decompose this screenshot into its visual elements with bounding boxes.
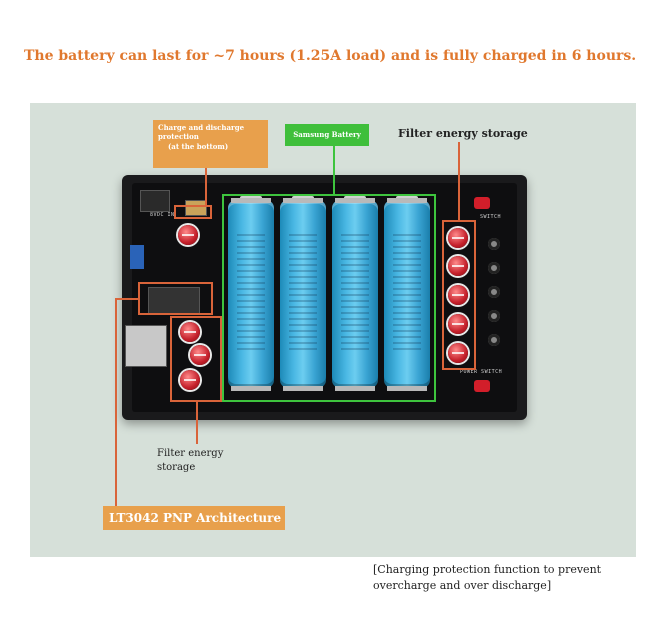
battery-clip <box>283 386 323 391</box>
filter-top-label: Filter energy storage <box>398 127 528 140</box>
output-jack <box>488 238 500 250</box>
filter-capacitor <box>448 343 468 363</box>
leader-line <box>115 298 117 506</box>
filter-capacitor <box>448 314 468 334</box>
input-connector <box>140 190 170 212</box>
headline: The battery can last for ~7 hours (1.25A… <box>24 48 637 64</box>
silkscreen-switch-top: SWITCH <box>480 214 502 220</box>
battery-clip <box>231 198 271 203</box>
output-jack <box>488 310 500 322</box>
charge-protection-text: Charge and discharge protection <box>158 123 245 141</box>
output-jack <box>488 262 500 274</box>
protection-frame <box>174 205 212 219</box>
charging-note: [Charging protection function to prevent… <box>373 563 602 592</box>
leader-line <box>205 168 207 206</box>
filter-frame-right <box>442 220 476 370</box>
lt3042-frame <box>138 282 213 315</box>
filter-capacitor <box>448 228 468 248</box>
samsung-battery-label: Samsung Battery <box>285 124 369 146</box>
output-jack <box>488 286 500 298</box>
lt3042-label: LT3042 PNP Architecture <box>103 506 285 530</box>
capacitor <box>180 370 200 390</box>
protection-chip <box>185 200 207 216</box>
silkscreen-switch-bottom: POWER SWITCH <box>460 369 503 375</box>
battery-frame <box>222 194 436 402</box>
battery-cell-2 <box>280 196 326 388</box>
top-switch <box>474 197 490 209</box>
leader-line <box>115 298 138 300</box>
battery-clip <box>231 386 271 391</box>
capacitor <box>180 322 200 342</box>
at-bottom-text: (at the bottom) <box>168 142 229 151</box>
leader-line <box>196 402 198 444</box>
battery-cell-1 <box>228 196 274 388</box>
battery-clip <box>387 198 427 203</box>
capacitor <box>178 225 198 245</box>
leader-line <box>458 142 460 220</box>
blue-terminal <box>130 245 144 269</box>
filter-frame-left <box>170 316 222 402</box>
capacitor <box>190 345 210 365</box>
silkscreen-input: 8VDC IN <box>150 212 175 218</box>
filter-capacitor <box>448 256 468 276</box>
battery-clip <box>387 386 427 391</box>
filter-capacitor <box>448 285 468 305</box>
battery-cell-3 <box>332 196 378 388</box>
charge-protection-label: Charge and discharge protection (at the … <box>153 120 268 168</box>
battery-clip <box>283 198 323 203</box>
power-switch <box>474 380 490 392</box>
battery-clip <box>335 198 375 203</box>
battery-clip <box>335 386 375 391</box>
leader-line <box>333 146 335 194</box>
usb-port <box>125 325 167 367</box>
output-jack <box>488 334 500 346</box>
filter-bottom-label: Filter energy storage <box>157 448 224 473</box>
